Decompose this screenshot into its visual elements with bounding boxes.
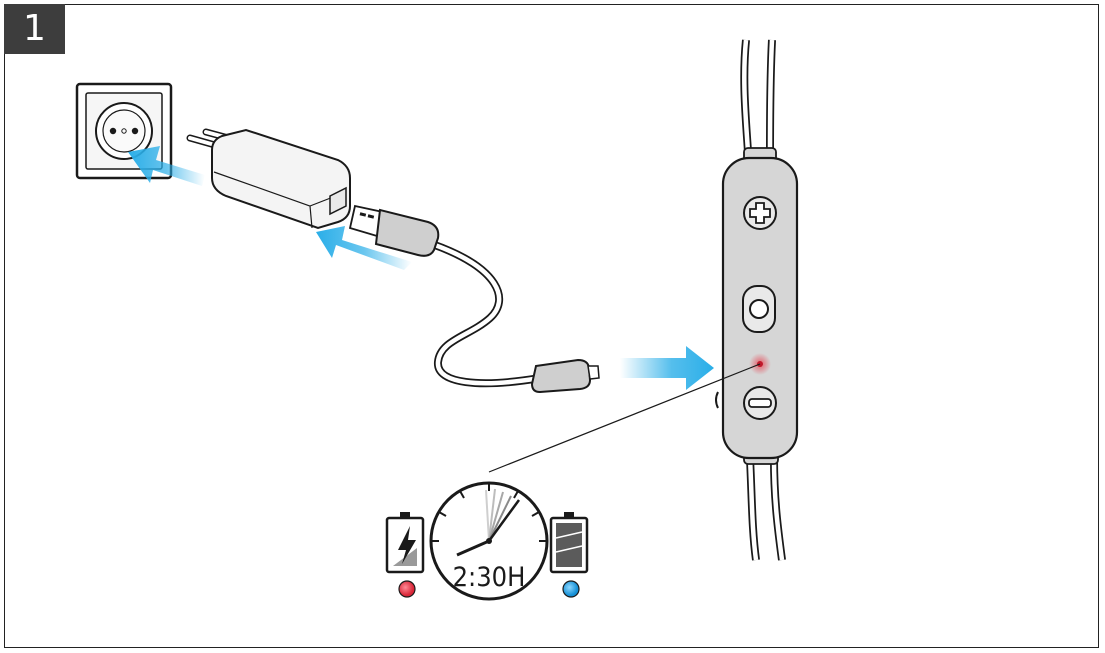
charged-indicator-dot (562, 580, 580, 598)
charger-icon (186, 128, 351, 230)
step-number-badge: 1 (4, 4, 65, 54)
battery-charging-icon (385, 512, 425, 574)
minus-button-icon (743, 386, 777, 420)
plug-in-arrow-3 (620, 346, 714, 390)
charging-indicator-dot (398, 580, 416, 598)
figure-frame (4, 4, 1099, 648)
battery-full-icon (549, 512, 589, 574)
usb-cable-icon (348, 204, 600, 394)
wall-socket-icon (75, 82, 173, 180)
plug-in-arrow-1 (128, 146, 205, 186)
multifunction-button-icon (742, 285, 776, 333)
clock-icon: 2:30H (429, 481, 549, 601)
plug-in-arrow-2 (316, 226, 412, 270)
leader-line (488, 363, 761, 473)
charge-time-label: 2:30H (453, 562, 526, 593)
plus-button-icon (743, 196, 777, 230)
